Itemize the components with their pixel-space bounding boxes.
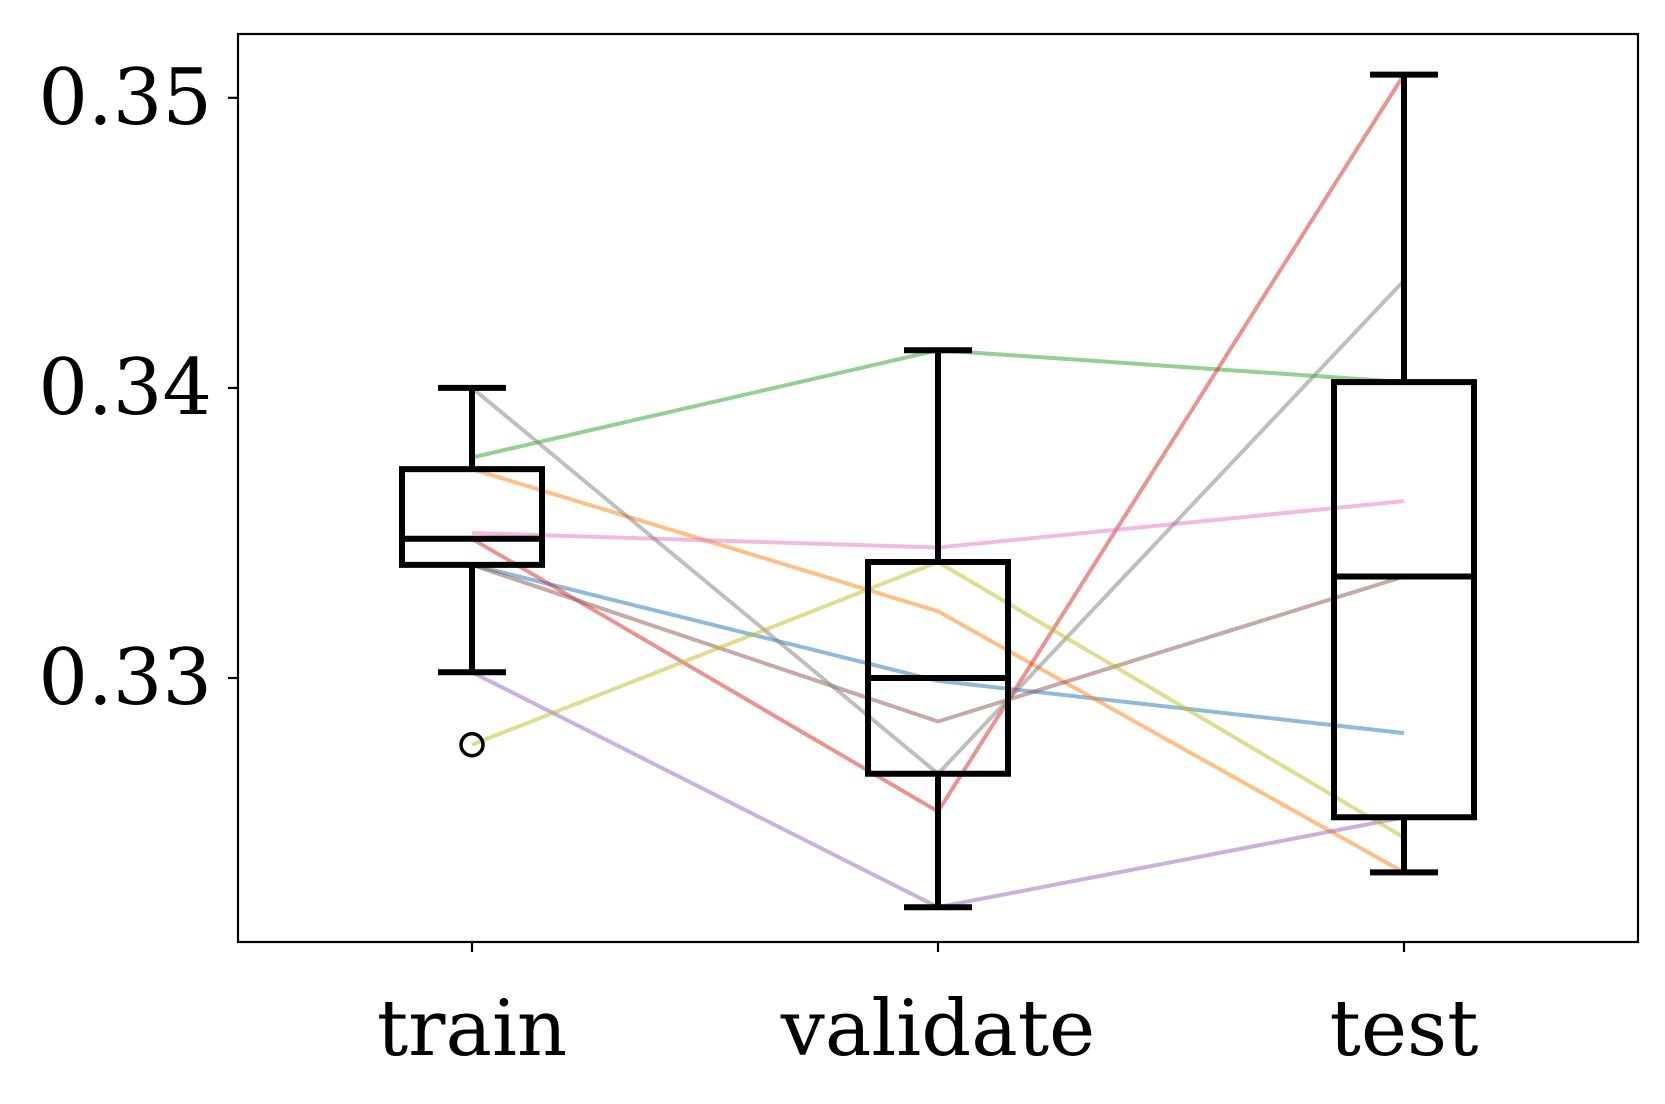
iqr-box: [865, 558, 1011, 777]
y-tick-label: 0.33: [38, 633, 212, 723]
iqr-box: [1331, 379, 1477, 821]
x-tick-label-train: train: [377, 984, 567, 1074]
series-line-6: [471, 563, 1405, 724]
outlier-point: [459, 731, 485, 758]
x-tick-label-validate: validate: [780, 984, 1095, 1074]
axes-layer: 0.33 0.34 0.35 train validate test: [38, 53, 1478, 1074]
iqr-box: [399, 466, 545, 568]
box-validate: [865, 347, 1011, 911]
boxes-layer: [399, 71, 1477, 911]
x-tick-label-test: test: [1330, 984, 1479, 1074]
y-tick-label: 0.34: [38, 343, 212, 433]
series-line-1: [471, 562, 1405, 736]
box-train: [399, 384, 545, 758]
box-test: [1331, 71, 1477, 876]
y-tick-label: 0.35: [38, 53, 212, 143]
